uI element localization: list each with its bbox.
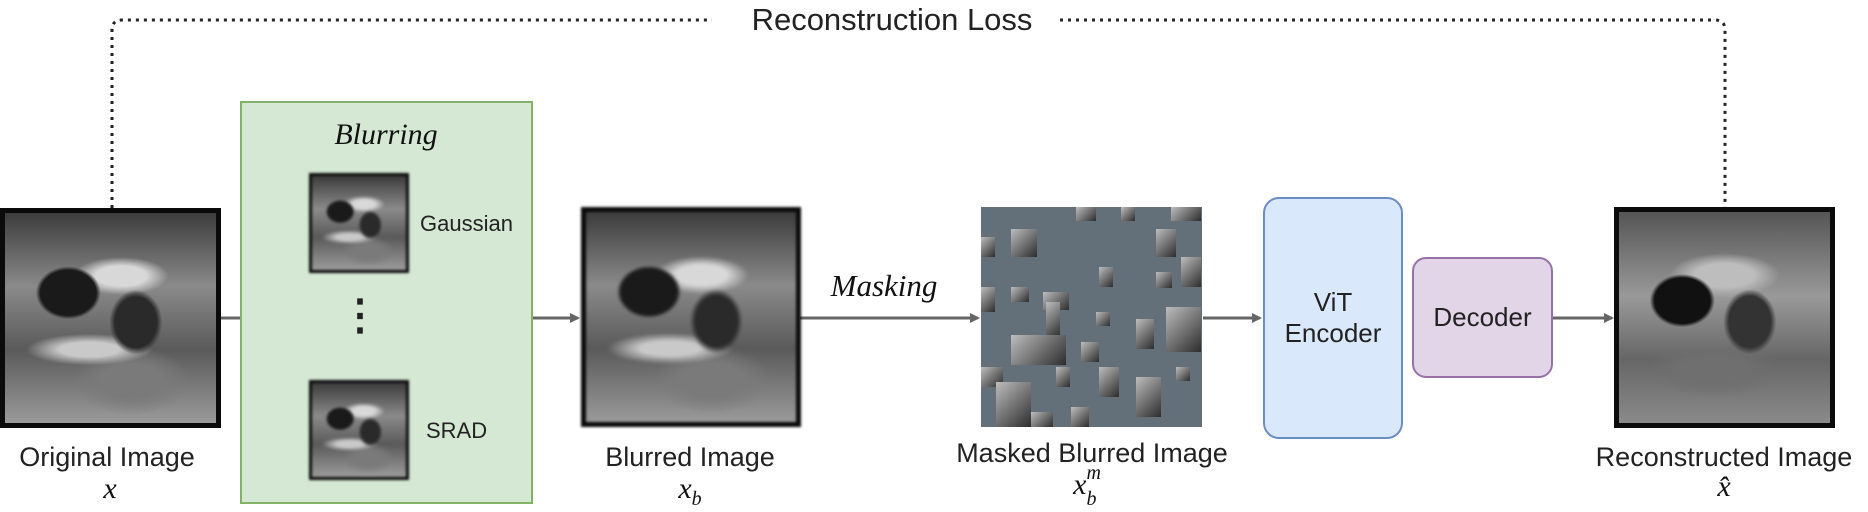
srad-label: SRAD <box>426 418 488 443</box>
encoder-line2: Encoder <box>1284 318 1382 348</box>
reconstructed-image-label: Reconstructed Image <box>1595 442 1853 472</box>
masked-blurred-image <box>981 207 1202 427</box>
blurring-title: Blurring <box>334 118 438 151</box>
vit-encoder-block: ViT Encoder <box>1263 197 1403 439</box>
reconstructed-image-symbol: x̂ <box>1717 470 1731 503</box>
original-image <box>0 208 221 428</box>
srad-thumbnail <box>309 380 409 480</box>
loss-dotted-line-left <box>110 18 712 208</box>
masked-image-symbol: xbm <box>1073 462 1101 510</box>
original-image-symbol: x <box>103 472 117 505</box>
original-image-label: Original Image <box>19 442 195 472</box>
gaussian-thumbnail <box>309 173 409 273</box>
blurred-image-symbol: xb <box>678 472 702 510</box>
blurred-image-label: Blurred Image <box>605 442 775 472</box>
gaussian-label: Gaussian <box>420 211 513 236</box>
masking-label: Masking <box>830 268 938 303</box>
loss-dotted-line-right <box>1060 18 1727 208</box>
reconstruction-loss-label: Reconstruction Loss <box>741 2 1043 38</box>
ellipsis: ⋮ <box>339 291 381 338</box>
reconstructed-image <box>1614 207 1835 428</box>
decoder-block: Decoder <box>1412 257 1553 378</box>
masked-image-label: Masked Blurred Image <box>956 438 1228 468</box>
blurred-image <box>581 207 801 427</box>
encoder-line1: ViT <box>1313 287 1353 317</box>
decoder-label: Decoder <box>1433 302 1532 332</box>
